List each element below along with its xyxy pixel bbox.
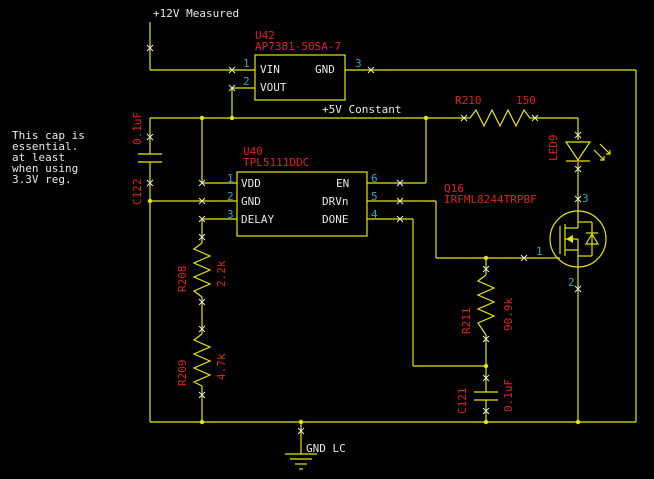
q16-pin-1: 1 bbox=[536, 245, 543, 258]
u40-pin-1: 1 bbox=[227, 172, 234, 185]
r209-value: 4.7k bbox=[215, 353, 228, 380]
c122-ref: C122 bbox=[131, 179, 144, 206]
r208-resistor[interactable]: R208 2.2k bbox=[176, 242, 228, 298]
u40-drvn-pin-label: DRVn bbox=[322, 195, 349, 208]
r209-resistor[interactable]: R209 4.7k bbox=[176, 333, 228, 387]
u40-gnd-pin-label: GND bbox=[241, 195, 261, 208]
u40-done-pin-label: DONE bbox=[322, 213, 349, 226]
net-label-gnd: GND LC bbox=[306, 442, 346, 455]
u40-value: TPL5111DDC bbox=[243, 156, 309, 169]
net-label-5v: +5V Constant bbox=[322, 103, 401, 116]
r210-ref: R210 bbox=[455, 94, 482, 107]
c121-value: 0.1uF bbox=[502, 379, 515, 412]
led9-diode[interactable]: LED9 bbox=[547, 135, 611, 162]
note-line-4: when using bbox=[12, 162, 78, 175]
u40-vdd-pin-label: VDD bbox=[241, 177, 261, 190]
r211-resistor[interactable]: R211 90.9k bbox=[460, 274, 515, 336]
c121-capacitor[interactable]: C121 0.1uF bbox=[456, 379, 515, 414]
q16-value: IRFML8244TRPBF bbox=[444, 193, 537, 206]
note-line-2: essential. bbox=[12, 140, 78, 153]
u40-timer[interactable]: U40 TPL5111DDC VDD GND DELAY EN DRVn DON… bbox=[227, 145, 378, 237]
led9-ref: LED9 bbox=[547, 135, 560, 162]
r208-ref: R208 bbox=[176, 266, 189, 293]
u40-pin-2: 2 bbox=[227, 190, 234, 203]
q16-ref: Q16 bbox=[444, 182, 464, 195]
u42-vout-pin-label: VOUT bbox=[260, 81, 287, 94]
q16-pin-3: 3 bbox=[582, 192, 589, 205]
u42-pin-3: 3 bbox=[355, 57, 362, 70]
u42-pin-1: 1 bbox=[243, 57, 250, 70]
u42-value: AP7381-50SA-7 bbox=[255, 40, 341, 53]
u40-pin-5: 5 bbox=[371, 190, 378, 203]
cap-note: This cap is essential. at least when usi… bbox=[12, 129, 85, 186]
c122-value: 0.1uF bbox=[131, 112, 144, 145]
net-label-12v: +12V Measured bbox=[153, 7, 239, 20]
r210-value: 150 bbox=[516, 94, 536, 107]
c121-ref: C121 bbox=[456, 388, 469, 415]
u40-pin-3: 3 bbox=[227, 208, 234, 221]
u40-pin-4: 4 bbox=[371, 208, 378, 221]
u40-en-pin-label: EN bbox=[336, 177, 349, 190]
u42-pin-2: 2 bbox=[243, 75, 250, 88]
r211-ref: R211 bbox=[460, 308, 473, 335]
u42-gnd-pin-label: GND bbox=[315, 63, 335, 76]
r208-value: 2.2k bbox=[215, 260, 228, 287]
r211-value: 90.9k bbox=[502, 298, 515, 331]
u42-ref: U42 bbox=[255, 29, 275, 42]
note-line-5: 3.3V reg. bbox=[12, 173, 72, 186]
u42-regulator[interactable]: U42 AP7381-50SA-7 VIN VOUT GND 1 2 3 bbox=[243, 29, 362, 101]
u42-vin-pin-label: VIN bbox=[260, 63, 280, 76]
note-line-1: This cap is bbox=[12, 129, 85, 142]
q16-pin-2: 2 bbox=[568, 276, 575, 289]
ground-symbol bbox=[285, 453, 317, 470]
r209-ref: R209 bbox=[176, 360, 189, 387]
u40-pin-6: 6 bbox=[371, 172, 378, 185]
q16-mosfet[interactable]: Q16 IRFML8244TRPBF 1 2 3 bbox=[444, 182, 607, 289]
u40-delay-pin-label: DELAY bbox=[241, 213, 274, 226]
pin-markers bbox=[146, 44, 582, 435]
note-line-3: at least bbox=[12, 151, 65, 164]
wires bbox=[149, 22, 637, 454]
r210-resistor[interactable]: R210 150 bbox=[455, 94, 536, 128]
junction-dots bbox=[147, 115, 581, 425]
c122-capacitor[interactable]: C122 0.1uF bbox=[131, 112, 162, 205]
u40-ref: U40 bbox=[243, 145, 263, 158]
